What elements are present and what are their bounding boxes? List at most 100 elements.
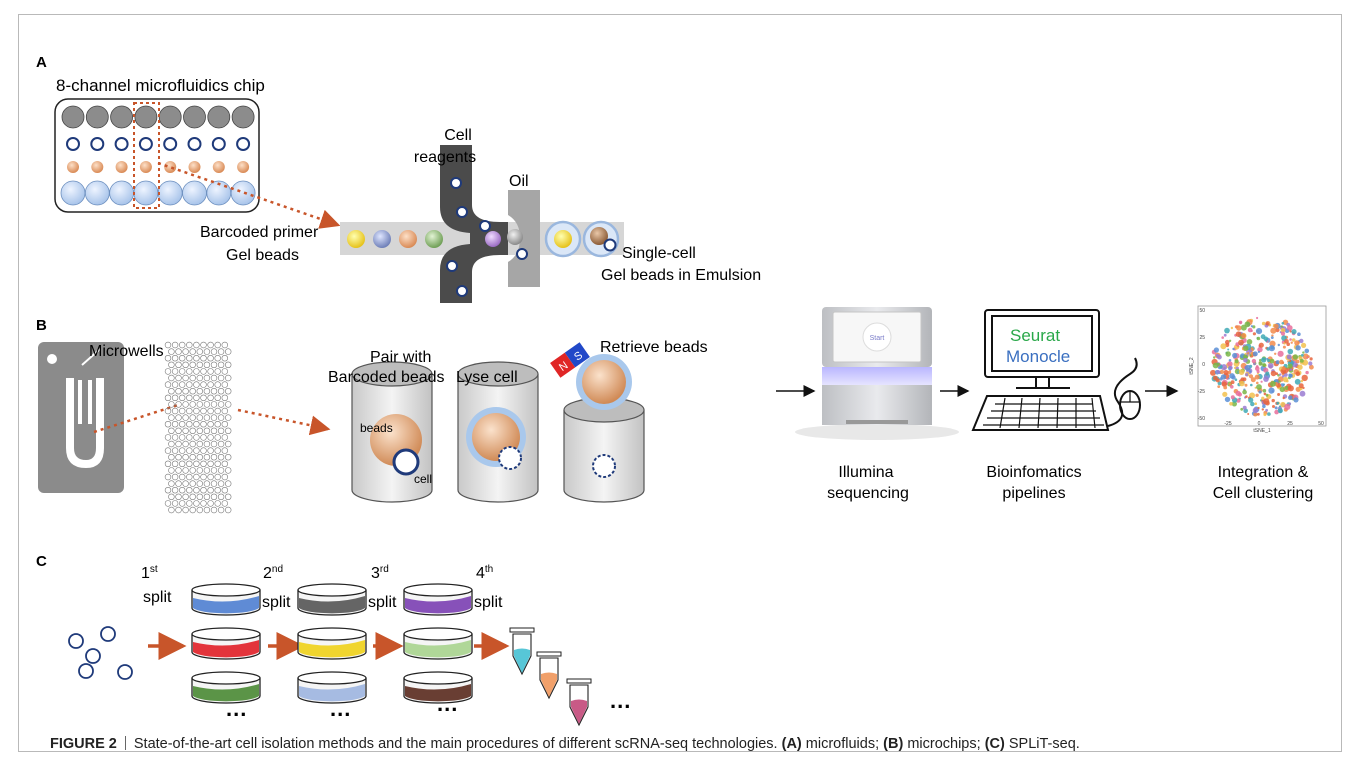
tsne-point: [1227, 348, 1230, 351]
tsne-point: [1221, 336, 1224, 339]
illumina-label-2: sequencing: [827, 485, 909, 502]
panel-a-letter: A: [36, 54, 47, 71]
microwell: [179, 447, 186, 454]
culture-dish: [297, 671, 367, 704]
tsne-point: [1256, 336, 1261, 341]
tsne-point: [1225, 339, 1230, 345]
microwell: [225, 374, 232, 382]
microwell: [182, 454, 189, 461]
tsne-y-tick: -25: [1198, 389, 1205, 395]
microwell: [168, 454, 175, 461]
cell-reagents-label-2: reagents: [414, 149, 476, 166]
microwell: [210, 506, 218, 514]
microwell: [203, 401, 211, 408]
microwell: [164, 394, 172, 401]
microwell: [217, 374, 225, 382]
tsne-point: [1258, 361, 1263, 366]
microwell: [207, 500, 214, 507]
tsne-point: [1289, 338, 1292, 341]
microwell: [210, 493, 218, 500]
chip-bead-well: [91, 161, 104, 173]
microwell: [207, 473, 214, 481]
tsne-point: [1224, 327, 1230, 334]
tsne-point: [1295, 345, 1301, 351]
tsne-point: [1270, 336, 1274, 339]
chip-title: 8-channel microfluidics chip: [56, 76, 265, 95]
tsne-point: [1254, 386, 1257, 389]
oil-channel: [508, 190, 540, 287]
microwell: [193, 394, 200, 401]
tsne-point: [1250, 401, 1255, 407]
tsne-point: [1274, 406, 1278, 410]
tsne-point: [1258, 390, 1262, 394]
tsne-point: [1249, 370, 1252, 373]
tsne-point: [1267, 412, 1271, 416]
tsne-point: [1256, 384, 1262, 390]
microwell: [186, 447, 193, 454]
microwell: [207, 421, 214, 428]
gem-cell: [603, 238, 617, 252]
computer-icon: [971, 309, 1141, 431]
tsne-point: [1292, 354, 1299, 360]
microwell: [171, 447, 179, 454]
microwell: [175, 454, 182, 461]
tsne-point: [1220, 364, 1228, 371]
microwell: [171, 487, 179, 494]
microwell: [175, 493, 182, 500]
channel-cell: [450, 177, 462, 189]
tsne-point: [1232, 347, 1235, 351]
chip-inner-post-1: [78, 380, 82, 424]
tsne-point: [1255, 365, 1259, 368]
culture-dish: [403, 671, 473, 704]
microwell: [203, 348, 211, 355]
tsne-point: [1257, 412, 1260, 416]
continuation-ellipses: ............: [226, 688, 630, 721]
tsne-point: [1288, 373, 1292, 378]
microwell: [221, 394, 229, 401]
tsne-point: [1287, 363, 1293, 369]
microwell: [196, 454, 204, 461]
tsne-point: [1270, 381, 1276, 387]
tsne-x-tick: 50: [1318, 421, 1324, 427]
tsne-point: [1229, 373, 1235, 379]
microwell: [189, 388, 196, 395]
tube-cap: [509, 627, 535, 633]
tube-cap: [536, 651, 562, 657]
microwell: [164, 355, 172, 362]
tsne-point: [1238, 320, 1243, 324]
tsne-point: [1277, 343, 1281, 347]
tsne-point: [1277, 393, 1281, 396]
micro-tube: [509, 627, 535, 676]
tsne-point: [1236, 325, 1242, 331]
microwell: [203, 361, 211, 368]
tube-liquid: [541, 672, 557, 697]
microwell: [210, 467, 218, 474]
microwell: [171, 381, 179, 388]
chip-bead-well: [139, 161, 152, 173]
gel-bead: [373, 230, 391, 248]
microwell: [221, 500, 229, 507]
dish-medium: [299, 640, 365, 658]
dish-medium: [193, 596, 259, 614]
tsne-point: [1210, 369, 1216, 376]
microwell: [200, 434, 207, 441]
caption-c-tag: (C): [984, 736, 1005, 752]
tsne-point: [1247, 352, 1250, 355]
chip-bead-well: [67, 161, 79, 173]
microwell: [175, 401, 182, 408]
tsne-point: [1282, 376, 1289, 383]
microwell: [189, 401, 196, 408]
retrieve-label: Retrieve beads: [600, 339, 708, 356]
tsne-point: [1239, 380, 1245, 387]
tsne-point: [1287, 325, 1293, 331]
microwell: [175, 388, 182, 395]
microwell: [214, 355, 221, 362]
microwell: [207, 381, 214, 388]
microwell: [225, 388, 232, 395]
microwell: [225, 454, 232, 461]
tsne-point: [1230, 395, 1235, 400]
chip-output-well: [84, 180, 110, 206]
